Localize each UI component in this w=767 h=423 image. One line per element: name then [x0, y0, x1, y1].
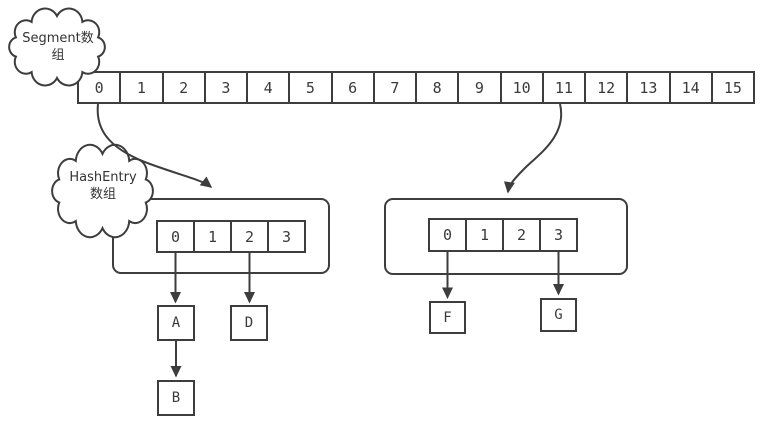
hashentry-array-cell: 0	[442, 226, 453, 244]
segment-array-cell: 1	[119, 73, 161, 102]
segment-cloud-label-line2: 组	[51, 48, 65, 63]
hashentry-array-cell: 0	[170, 227, 181, 246]
right-hashentry-array: 0 1 2 3	[428, 218, 578, 252]
hashentry-cloud-label: HashEntry 数组	[58, 169, 148, 203]
segment-array-cell: 10	[499, 73, 542, 102]
hashentry-array-cell: 3	[539, 220, 576, 250]
arrow-segment11-to-right-bucket	[503, 103, 563, 194]
segment-cloud-label-line1: Segment数	[22, 31, 94, 46]
segment-array-cell: 9	[457, 73, 499, 102]
hashentry-array-cell: 1	[465, 220, 502, 250]
segment-array-cell: 14	[668, 73, 711, 102]
segment-array-cell: 13	[626, 73, 668, 102]
node-g: G	[540, 298, 577, 332]
segment-array-cell: 15	[710, 73, 753, 102]
segment-array-cell: 4	[246, 73, 288, 102]
hashentry-array-cell: 2	[502, 220, 539, 250]
node-f: F	[429, 301, 466, 334]
hashentry-array-cell: 3	[267, 222, 304, 251]
segment-array-cell: 6	[330, 73, 373, 102]
hashentry-cloud-label-line1: HashEntry	[69, 170, 137, 185]
segment-array-cell: 12	[584, 73, 626, 102]
segment-array-cell: 11	[541, 73, 584, 102]
segment-array-cell: 2	[161, 73, 204, 102]
segment-array-cell: 8	[415, 73, 457, 102]
segment-array-cell: 0	[94, 78, 104, 97]
segment-cloud-label: Segment数 组	[14, 30, 102, 64]
segment-array-cell: 3	[203, 73, 246, 102]
hashentry-array-cell: 2	[230, 222, 267, 251]
node-a: A	[157, 305, 195, 341]
left-hashentry-array: 0 1 2 3	[156, 220, 306, 253]
hashentry-cloud-label-line2: 数组	[89, 187, 116, 202]
segment-array: 0 1 2 3 4 5 6 7 8 9 10 11 12 13 14 15	[77, 71, 755, 104]
hashentry-array-cell: 1	[193, 222, 230, 251]
segment-array-cell: 5	[288, 73, 330, 102]
node-d: D	[230, 305, 268, 341]
segment-array-cell: 7	[372, 73, 415, 102]
node-b: B	[157, 380, 195, 416]
